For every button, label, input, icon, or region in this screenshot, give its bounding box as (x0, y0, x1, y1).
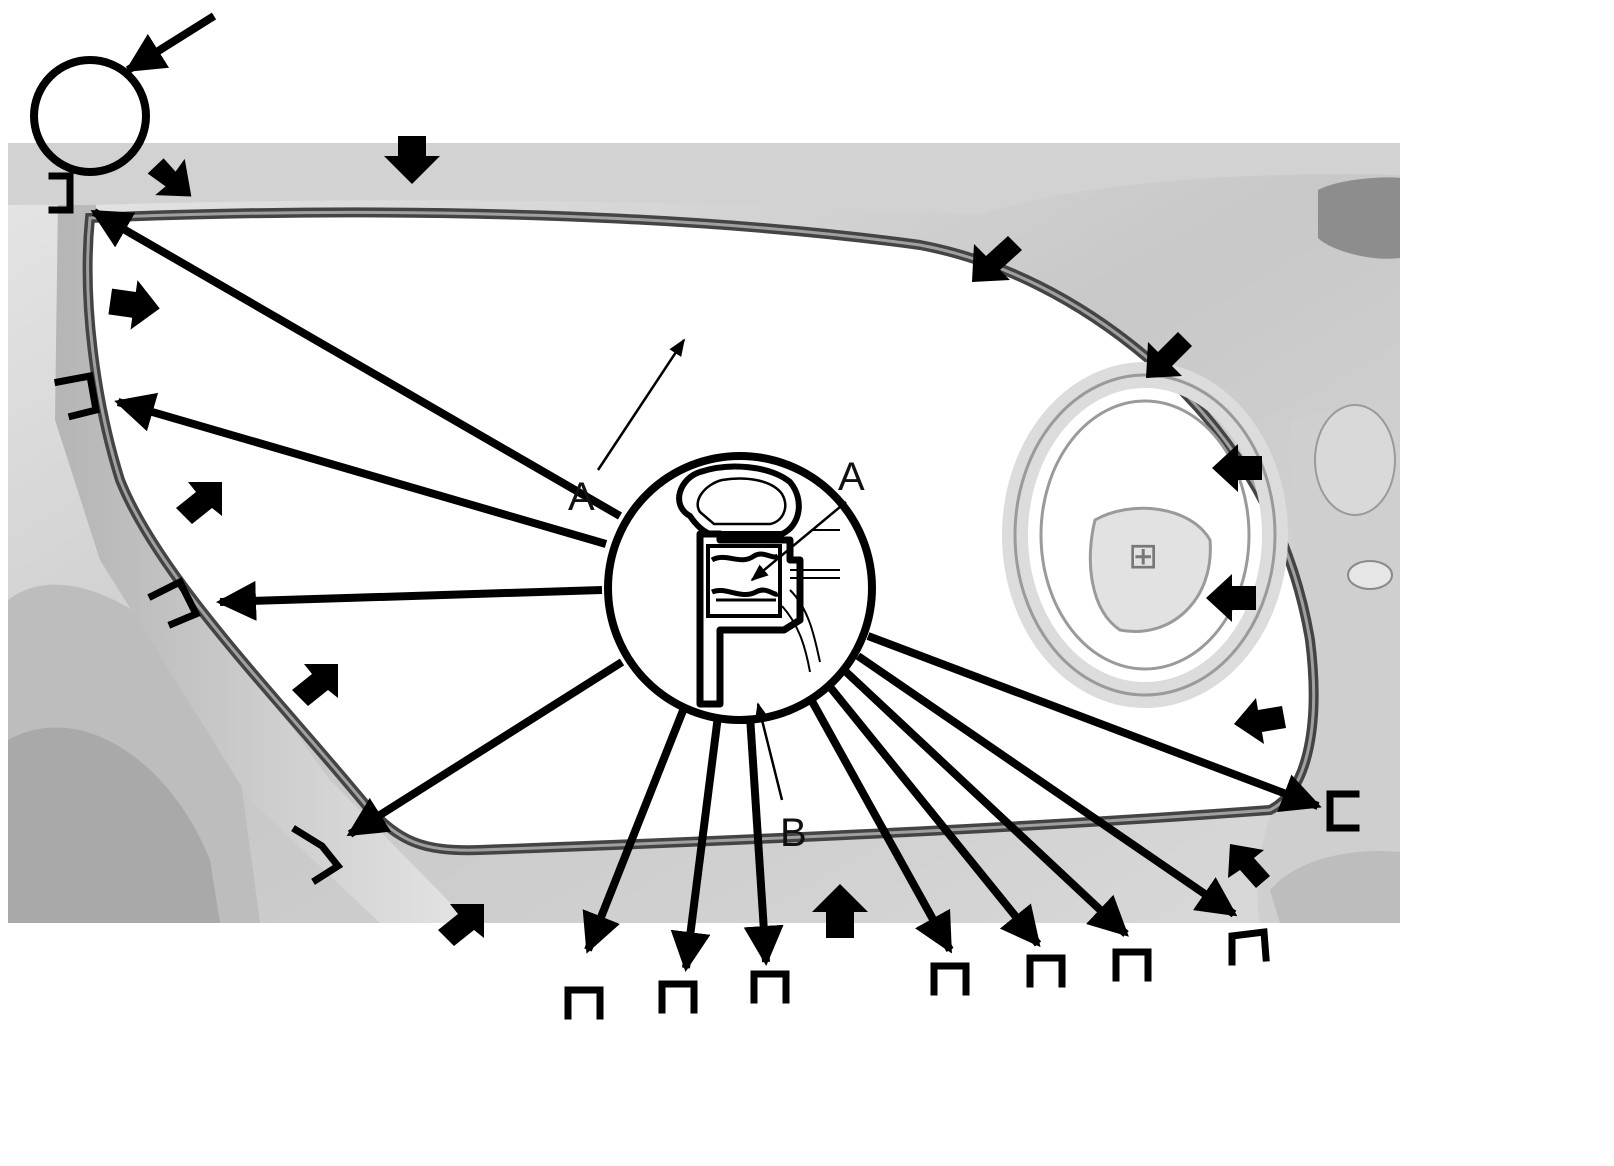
clip-bracket-icon (53, 371, 101, 421)
leader-arrow (216, 580, 603, 621)
leader-arrow (804, 692, 954, 954)
clip-bracket-icon (147, 577, 201, 629)
clip-bracket-icon (48, 172, 74, 214)
press-arrow-icon (108, 280, 160, 330)
reference-arrow (124, 12, 217, 74)
section-detail-circle (604, 452, 876, 801)
clip-bracket-icon (750, 970, 790, 1004)
clip-bracket-icon (291, 825, 344, 885)
leader-arrows (90, 208, 1322, 972)
press-arrow-icon (1228, 844, 1270, 888)
leader-arrow (114, 392, 608, 548)
direction-arrow (596, 338, 686, 471)
callout-a-inner-label: A (838, 455, 865, 499)
leader-arrow (822, 679, 1042, 948)
leader-arrow (670, 715, 722, 972)
leader-arrow (582, 706, 688, 954)
reference-circle (30, 56, 150, 176)
leader-arrow (743, 715, 784, 966)
clip-bracket-icon (1112, 948, 1152, 982)
press-arrows (108, 136, 1286, 946)
press-arrow-icon (384, 136, 440, 184)
press-arrow-icon (176, 482, 222, 524)
clip-bracket-icon (1228, 928, 1270, 966)
press-arrow-icon (438, 904, 484, 946)
wheel-arch (8, 727, 220, 923)
roof-rail (8, 143, 1400, 215)
press-arrow-icon (972, 236, 1022, 282)
press-arrow-icon (1206, 574, 1256, 622)
detail-reference (30, 12, 217, 176)
leader-arrow (866, 632, 1322, 812)
steering-wheel: ⊞ (1002, 362, 1288, 708)
clip-bracket-icon (658, 980, 698, 1014)
leader-arrow (841, 667, 1129, 937)
press-arrow-icon (1212, 444, 1262, 492)
dash-knob (1347, 560, 1393, 590)
leader-arrow (346, 658, 625, 838)
press-arrow-icon (812, 884, 868, 938)
leader-arrow (855, 652, 1238, 918)
callout-a-inner-arrow (750, 501, 847, 582)
press-arrow-icon (1146, 332, 1192, 378)
clip-bracket-icon (1326, 790, 1360, 832)
callout-a-outer-label: A (568, 475, 595, 519)
vent (1314, 404, 1396, 516)
callout-b-label: B (780, 811, 807, 855)
seat-edge (1270, 850, 1400, 923)
weatherstrip-seal (86, 210, 1316, 852)
press-arrow-icon (147, 158, 192, 197)
press-arrow-icon (292, 664, 338, 706)
rear-view-mirror (1318, 177, 1400, 259)
callout-b-arrow (755, 702, 784, 801)
clip-bracket-icon (1026, 954, 1066, 988)
clip-bracket-icon (930, 962, 970, 996)
press-arrow-icon (1234, 698, 1286, 744)
svg-text:⊞: ⊞ (1128, 536, 1158, 577)
leader-arrow (90, 208, 623, 520)
clip-bracket-icon (564, 986, 604, 1020)
clip-brackets (48, 172, 1360, 1020)
